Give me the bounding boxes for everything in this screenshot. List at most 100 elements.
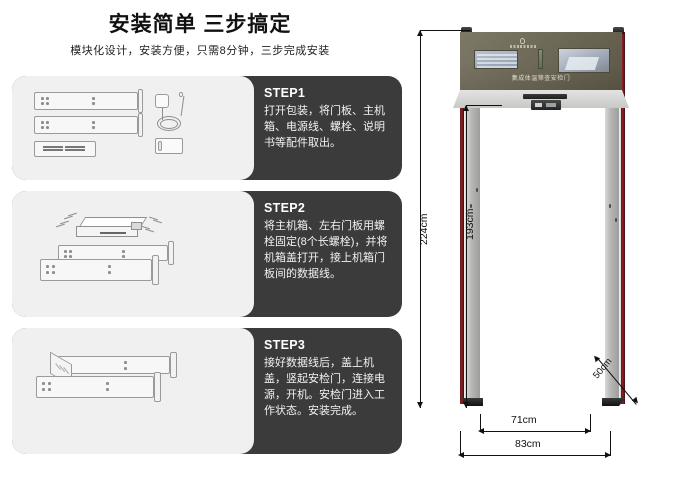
right-pillar-body — [605, 32, 619, 404]
screw-dot — [124, 361, 127, 364]
dim-arrow-right — [585, 428, 591, 434]
dim-label-outer-height: 224cm — [418, 213, 430, 245]
dim-line-inner-width — [480, 431, 590, 432]
step-row: STEP2 将主机箱、左右门板用螺栓固定(8个长螺栓)，并将机箱盖打开，接上机箱… — [12, 191, 402, 317]
screw-dot — [69, 255, 72, 258]
screw-dot — [48, 382, 51, 385]
dim-arrow-down — [463, 402, 469, 408]
step-illustration-panel — [12, 328, 254, 454]
screw-dot — [52, 265, 55, 268]
manual-box-spine — [158, 141, 162, 151]
left-pillar-accent-stripe — [460, 32, 464, 404]
left-pillar-body — [466, 32, 480, 404]
sensor-panel — [546, 103, 556, 107]
right-pillar-foot — [602, 398, 625, 406]
lcd-row — [477, 62, 517, 64]
screw-dot — [41, 126, 44, 129]
door-panel-graphic — [36, 376, 154, 398]
right-pillar-hole — [615, 218, 618, 222]
chassis-vent — [43, 149, 63, 151]
chassis-front-face — [76, 226, 138, 237]
screw-dot — [46, 97, 49, 100]
chassis-vent — [100, 232, 126, 234]
door-panel-graphic — [34, 116, 138, 134]
page-subtitle: 模块化设计，安装方便，只需8分钟，三步完成安装 — [70, 45, 330, 57]
screw-dot — [106, 388, 109, 391]
screw-dot — [42, 388, 45, 391]
step-row: STEP1 打开包装，将门板、主机箱、电源线、螺栓、说明书等配件取出。 — [12, 76, 402, 180]
door-panel-graphic — [40, 259, 152, 281]
left-pillar-foot — [461, 398, 483, 406]
bolt-indicator — [153, 219, 162, 224]
screw-dot — [108, 265, 111, 268]
step-illustration-panel — [12, 76, 254, 180]
dim-ext-line-v — [480, 414, 481, 432]
gate-soffit — [453, 90, 629, 108]
step-label: STEP2 — [264, 201, 306, 215]
screw-dot — [41, 97, 44, 100]
right-pillar-cap — [613, 27, 624, 34]
brand-logo-icon — [510, 38, 536, 49]
dim-arrow-left — [458, 452, 464, 458]
screw-dot — [48, 388, 51, 391]
gate-header-box: 集成体温筛查安检门 — [460, 32, 622, 90]
lcd-row — [477, 66, 517, 68]
step-body: 打开包装，将门板、主机箱、电源线、螺栓、说明书等配件取出。 — [264, 105, 385, 149]
dim-arrow-left — [478, 428, 484, 434]
screw-dot — [92, 97, 95, 100]
dim-label-outer-width: 83cm — [515, 438, 541, 450]
screw-dot — [64, 250, 67, 253]
dim-arrow-down — [417, 402, 423, 408]
door-panel-cap-graphic — [170, 352, 177, 378]
door-panel-cap-graphic — [138, 89, 143, 113]
dim-arrow-up — [463, 105, 469, 111]
dim-label-inner-width: 71cm — [511, 414, 537, 426]
door-panel-cap-graphic — [154, 372, 161, 402]
screw-dot — [106, 382, 109, 385]
illustration-close-lid-and-stand-up — [12, 328, 254, 454]
screw-dot — [46, 121, 49, 124]
screw-dot — [122, 255, 125, 258]
dim-label-inner-height: 193cm — [464, 208, 476, 240]
screw-dot — [69, 250, 72, 253]
screw-dot — [92, 126, 95, 129]
product-dimension-diagram: 集成体温筛查安检门 224cm 193cm 71cm 83cm 50cm — [405, 0, 679, 481]
dim-arrow-up — [417, 30, 423, 36]
indicator-led-strip — [538, 49, 543, 69]
step-row: STEP3 接好数据线后，盖上机盖，竖起安检门，连接电源，开机。安检门进入工作状… — [12, 328, 402, 454]
lcd-row — [477, 58, 517, 60]
step-label: STEP1 — [264, 86, 306, 100]
camera-preview-content — [564, 57, 600, 70]
dim-line-outer-width — [460, 455, 610, 456]
cable-coil — [160, 119, 178, 129]
dim-ext-line-v — [460, 431, 461, 456]
bolt-indicator — [145, 228, 154, 233]
left-pillar-highlight — [464, 32, 466, 404]
soffit-sensor-unit — [531, 100, 561, 110]
right-pillar-highlight — [619, 32, 621, 404]
power-cable — [162, 108, 163, 120]
right-pillar-hole — [609, 204, 612, 208]
lcd-display-screen — [474, 50, 518, 69]
dim-line-inner-height — [466, 105, 467, 408]
step-body: 接好数据线后，盖上机盖，竖起安检门，连接电源，开机。安检门进入工作状态。安装完成… — [264, 357, 385, 417]
screw-dot — [52, 271, 55, 274]
sensor-lens-icon — [535, 103, 542, 107]
dim-arrow-down — [631, 396, 641, 406]
power-adapter-graphic — [155, 94, 169, 108]
dim-ext-line — [466, 105, 502, 106]
screw-dot — [46, 265, 49, 268]
right-pillar-accent-stripe — [621, 32, 625, 404]
screw-dot — [64, 255, 67, 258]
page-title: 安装简单 三步搞定 — [108, 13, 292, 36]
step-illustration-panel — [12, 191, 254, 317]
screw-dot — [124, 367, 127, 370]
screw-dot — [42, 382, 45, 385]
dim-line-outer-height — [420, 30, 421, 408]
screw-dot — [92, 102, 95, 105]
brand-logo-text — [510, 45, 536, 48]
dim-ext-line — [420, 30, 470, 31]
illustration-unpacking-parts — [12, 76, 254, 180]
door-panel-cap-graphic — [168, 241, 174, 265]
screw-dot — [46, 271, 49, 274]
